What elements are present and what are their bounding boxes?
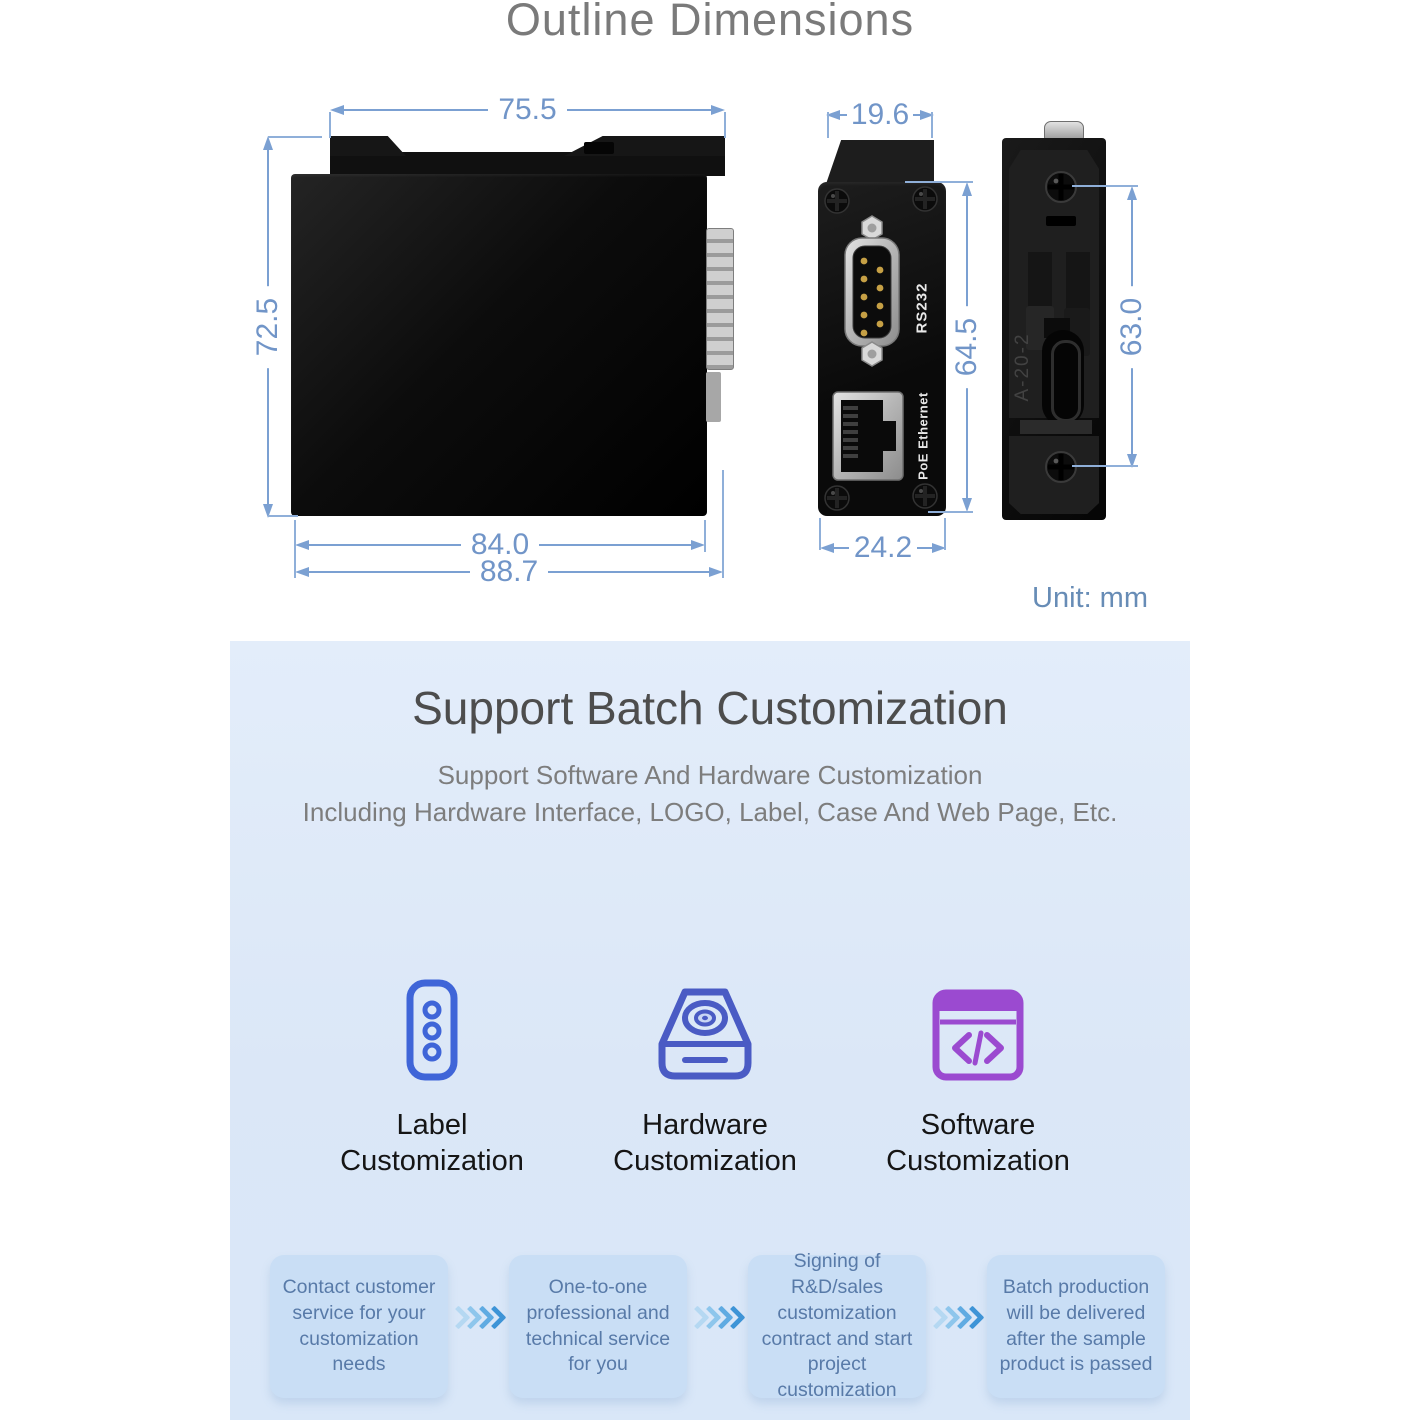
ethernet-port-label: PoE Ethernet <box>915 392 931 480</box>
arrow-left-icon <box>820 543 834 553</box>
din-latch-bottom-bar <box>1020 420 1092 434</box>
software-icon <box>932 989 1024 1081</box>
feature-caption: Software Customization <box>886 1109 1070 1177</box>
serial-port-label: RS232 <box>913 282 931 334</box>
section-subheading-2: Including Hardware Interface, LOGO, Labe… <box>302 797 1118 827</box>
extension-line <box>1072 185 1138 187</box>
dimension-side-width-bottom: 24.2 <box>820 533 947 563</box>
extension-line <box>1072 465 1138 467</box>
arrow-down-icon <box>263 504 273 518</box>
feature-label-customization: Label Customization <box>282 963 582 1179</box>
extension-line <box>827 112 829 138</box>
din-clip-top <box>826 140 934 184</box>
arrow-right-icon <box>711 105 726 115</box>
dimension-value: 84.0 <box>460 530 540 560</box>
extension-line <box>928 511 973 513</box>
dimension-value: 63.0 <box>1115 285 1149 369</box>
page-title: Outline Dimensions <box>505 0 915 45</box>
dimension-value: 24.2 <box>848 533 918 563</box>
dimension-front-width-inner: 84.0 <box>295 530 706 560</box>
extension-line <box>819 518 821 550</box>
arrow-up-icon <box>263 136 273 150</box>
screw-icon <box>824 188 850 214</box>
chevrons-right-icon <box>446 1305 510 1330</box>
arrow-left-icon <box>295 567 309 577</box>
dimension-value: 75.5 <box>488 95 567 125</box>
arrow-down-icon <box>962 498 972 512</box>
arrow-right-icon <box>920 110 935 120</box>
feature-hardware-customization: Hardware Customization <box>555 963 855 1179</box>
arrow-up-icon <box>1127 186 1137 200</box>
din-latch-part <box>1066 252 1090 318</box>
screw-icon <box>1045 451 1077 483</box>
screw-icon <box>1045 171 1077 203</box>
dimension-value: 88.7 <box>469 557 549 587</box>
dimension-value: 72.5 <box>251 285 285 369</box>
extension-line <box>268 136 322 138</box>
process-step-4: Batch production will be delivered after… <box>987 1255 1165 1398</box>
arrow-up-icon <box>962 182 972 196</box>
dimension-value: 64.5 <box>950 305 984 389</box>
db9-connector-tail <box>706 372 721 422</box>
arrow-down-icon <box>1127 454 1137 468</box>
dimension-side-width-top: 19.6 <box>826 100 935 130</box>
chevrons-right-icon <box>924 1305 988 1330</box>
dimension-front-height-left: 72.5 <box>251 136 285 518</box>
extension-line <box>294 520 296 578</box>
extension-line <box>905 181 973 183</box>
screw-icon <box>912 186 938 212</box>
arrow-left-icon <box>826 110 840 120</box>
device-enclosure-front <box>291 174 707 516</box>
din-latch-slot-inner <box>1051 340 1081 422</box>
rj45-port <box>832 391 904 481</box>
plate-slot <box>1046 216 1076 226</box>
section-heading: Support Batch Customization <box>412 682 1008 734</box>
screw-icon <box>912 483 938 509</box>
extension-line <box>329 112 331 138</box>
dimension-value: 19.6 <box>846 100 914 130</box>
feature-software-customization: Software Customization <box>828 963 1128 1179</box>
label-icon <box>406 979 458 1081</box>
extension-line <box>704 520 706 552</box>
din-clip-tab-left <box>330 136 406 156</box>
arrow-left-icon <box>295 540 309 550</box>
hardware-icon <box>658 988 752 1080</box>
screw-icon <box>824 485 850 511</box>
dimension-front-width-outer: 88.7 <box>295 557 724 587</box>
dimension-front-width-top: 75.5 <box>330 95 726 125</box>
extension-line <box>931 112 933 138</box>
process-step-2: One-to-one professional and technical se… <box>509 1255 687 1398</box>
process-step-1: Contact customer service for your custom… <box>270 1255 448 1398</box>
extension-line <box>268 515 298 517</box>
dimension-rear-height: 63.0 <box>1115 186 1149 468</box>
section-subheading-1: Support Software And Hardware Customizat… <box>437 760 983 790</box>
db9-connector-side-profile <box>706 228 734 370</box>
unit-label: Unit: mm <box>1032 582 1148 614</box>
dimension-side-height-right: 64.5 <box>950 182 984 512</box>
arrow-right-icon <box>932 543 947 553</box>
extension-line <box>944 518 946 550</box>
customization-panel: Support Batch Customization Support Soft… <box>230 641 1190 1420</box>
arrow-right-icon <box>709 567 724 577</box>
arrow-left-icon <box>330 105 344 115</box>
din-clip-bar <box>330 152 725 176</box>
feature-caption: Hardware Customization <box>613 1109 797 1177</box>
embossed-model-label: A-20-2 <box>1012 332 1033 402</box>
feature-caption: Label Customization <box>340 1109 524 1177</box>
process-step-3: Signing of R&D/sales customization contr… <box>748 1250 926 1401</box>
chevrons-right-icon <box>685 1305 749 1330</box>
arrow-right-icon <box>691 540 706 550</box>
db9-connector <box>844 215 900 367</box>
extension-line <box>722 470 724 578</box>
din-clip-spring <box>584 142 614 154</box>
extension-line <box>724 112 726 138</box>
